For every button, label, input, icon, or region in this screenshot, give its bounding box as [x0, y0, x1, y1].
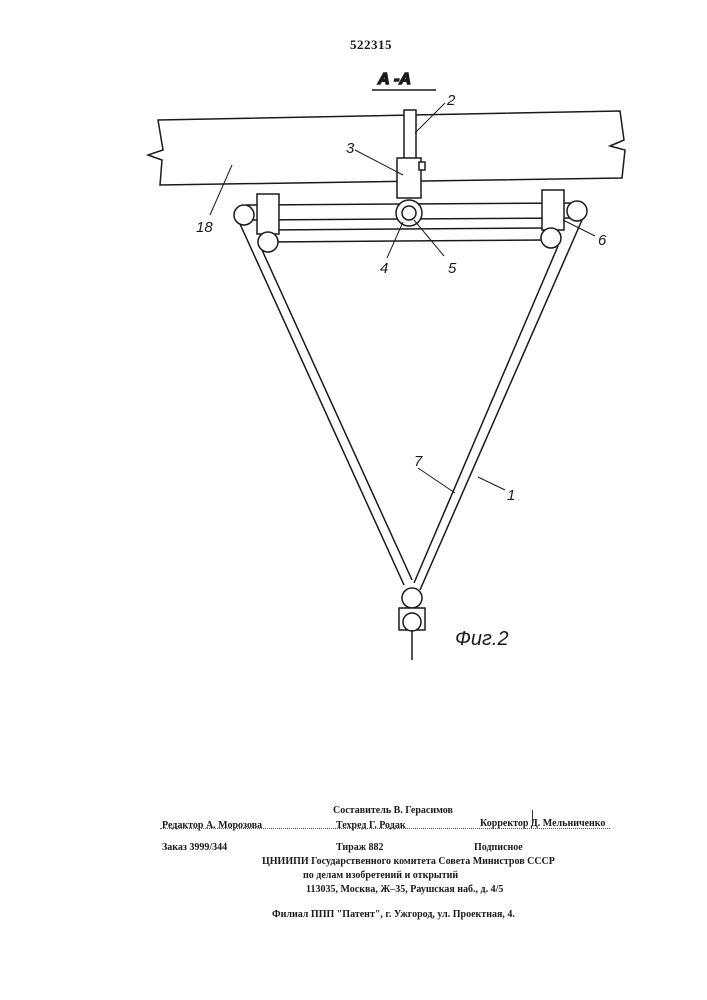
order-line: Заказ 3999/344 — [162, 842, 227, 853]
circulation-line: Тираж 882 — [336, 842, 384, 853]
leader-2 — [415, 103, 445, 133]
label-5: 5 — [448, 260, 457, 277]
pivot-joint-outer — [396, 200, 422, 226]
leader-4 — [387, 222, 403, 258]
imprint-dotted-rule — [160, 828, 610, 829]
label-2: 2 — [446, 92, 456, 109]
label-4: 4 — [380, 260, 388, 277]
label-6: 6 — [598, 232, 607, 249]
bottom-roller-upper — [402, 588, 422, 608]
leader-1 — [478, 477, 505, 490]
lower-bar-top — [268, 228, 545, 230]
figure-caption: Фиг.2 — [455, 628, 509, 650]
org-line-2: по делам изобретений и открытий — [303, 870, 458, 881]
bracket-tab — [419, 162, 425, 170]
lower-bar-bottom — [268, 240, 545, 242]
bottom-roller-lower — [403, 613, 421, 631]
corrector-line: Корректор Д. Мельниченко — [480, 818, 605, 829]
right-roller-outer — [567, 201, 587, 221]
subscription-line: Подписное — [474, 842, 523, 853]
label-18: 18 — [196, 219, 213, 236]
left-roller-bracket — [257, 194, 279, 234]
section-label: А -А — [377, 71, 411, 88]
branch-line: Филиал ППП "Патент", г. Ужгород, ул. Про… — [272, 909, 515, 920]
beam — [148, 111, 625, 185]
right-frame-outer — [420, 220, 582, 590]
right-frame-inner — [414, 246, 558, 583]
leader-18 — [210, 165, 232, 215]
right-roller-bracket — [542, 190, 564, 230]
label-1: 1 — [507, 487, 515, 504]
techred-line: Техред Г. Родак — [336, 820, 406, 831]
technical-drawing: А -А — [0, 0, 707, 700]
label-7: 7 — [414, 453, 423, 470]
compiler-line: Составитель В. Герасимов — [333, 805, 453, 816]
rod — [404, 110, 416, 162]
right-roller-lower — [541, 228, 561, 248]
corrector-divider — [532, 810, 533, 826]
leader-7 — [418, 468, 455, 493]
label-3: 3 — [346, 140, 355, 157]
leader-5 — [414, 220, 444, 256]
left-cable-outer — [240, 224, 404, 585]
left-roller-outer — [234, 205, 254, 225]
editor-line: Редактор А. Морозова — [162, 820, 262, 831]
org-line-1: ЦНИИПИ Государственного комитета Совета … — [262, 856, 555, 867]
left-cable-inner — [262, 250, 412, 580]
leader-3 — [355, 150, 403, 175]
leader-6 — [563, 220, 595, 236]
address-line: 113035, Москва, Ж–35, Раушская наб., д. … — [306, 884, 503, 895]
bracket — [397, 158, 421, 198]
left-roller-lower — [258, 232, 278, 252]
